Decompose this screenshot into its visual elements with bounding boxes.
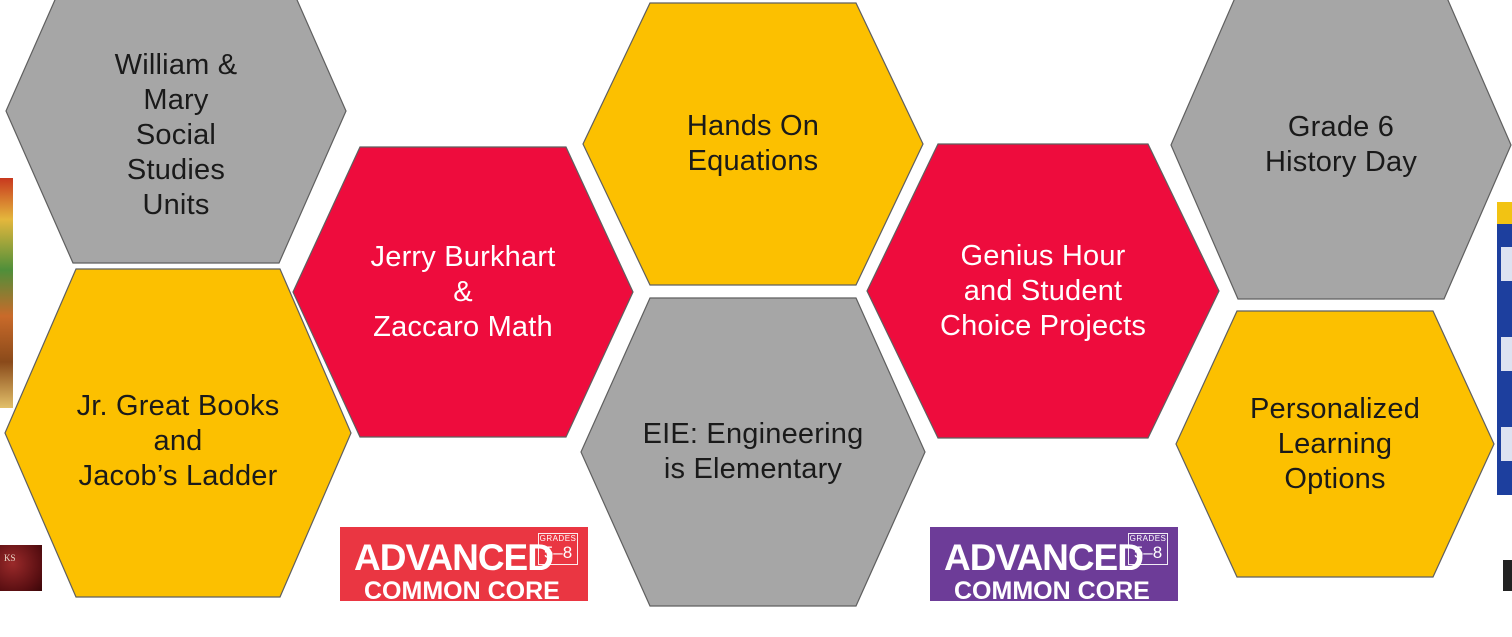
hex-label: Hands On Equations: [686, 110, 820, 177]
hex-shape: [1170, 0, 1512, 300]
hex-shape: [292, 146, 634, 438]
book-cover-right-letter: [1501, 247, 1512, 281]
tiles-canvas: KS ADVANCED COMMON CORE GRADES 5–8 ADVAN…: [0, 0, 1512, 607]
hex-label: Personalized Learning Options: [1249, 392, 1421, 495]
hex-label: Genius Hour and Student Choice Projects: [939, 239, 1147, 342]
book-cover-left: [0, 178, 13, 408]
hex-jerry-burkhart[interactable]: Jerry Burkhart & Zaccaro Math: [292, 146, 634, 438]
hex-personalized[interactable]: Personalized Learning Options: [1175, 310, 1495, 578]
cover-grades-badge: GRADES 5–8: [1128, 533, 1168, 565]
cover-grades-label: GRADES: [539, 534, 577, 543]
hex-label: Jerry Burkhart & Zaccaro Math: [370, 240, 556, 343]
book-cover-bottom-left: KS: [0, 545, 42, 591]
book-cover-right-letter: [1501, 337, 1512, 371]
advanced-common-core-cover-red: ADVANCED COMMON CORE GRADES 5–8: [340, 527, 588, 601]
hex-william-mary[interactable]: William & Mary Social Studies Units: [5, 0, 347, 264]
hex-hands-on-equations[interactable]: Hands On Equations: [582, 2, 924, 286]
cover-grades-badge: GRADES 5–8: [538, 533, 578, 565]
cover-brand: ADVANCED: [354, 537, 554, 578]
hex-label: Jr. Great Books and Jacob’s Ladder: [76, 389, 280, 492]
hex-grade6-history[interactable]: Grade 6 History Day: [1170, 0, 1512, 300]
hex-shape: [1175, 310, 1495, 578]
hex-shape: [866, 143, 1220, 439]
book-cover-right-bottom: [1503, 560, 1512, 591]
hex-label: EIE: Engineering is Elementary: [642, 418, 864, 485]
book-cover-right-letter: [1501, 427, 1512, 461]
hex-label: Grade 6 History Day: [1264, 111, 1418, 178]
cover-grades-label: GRADES: [1129, 534, 1167, 543]
hex-jr-great-books[interactable]: Jr. Great Books and Jacob’s Ladder: [4, 268, 352, 598]
cover-subtitle: COMMON CORE: [364, 577, 560, 601]
hex-eie[interactable]: EIE: Engineering is Elementary: [580, 297, 926, 607]
advanced-common-core-cover-purple: ADVANCED COMMON CORE GRADES 5–8: [930, 527, 1178, 601]
hex-genius-hour[interactable]: Genius Hour and Student Choice Projects: [866, 143, 1220, 439]
hex-label: William & Mary Social Studies Units: [114, 48, 238, 221]
book-cover-right-stripe: [1497, 202, 1512, 224]
book-cover-bottom-left-text: KS: [4, 553, 16, 563]
cover-grades-range: 5–8: [1133, 543, 1163, 562]
hex-shape: [582, 2, 924, 286]
book-cover-right: [1497, 202, 1512, 495]
hex-shape: [5, 0, 347, 264]
cover-brand: ADVANCED: [944, 537, 1144, 578]
cover-grades-range: 5–8: [543, 543, 573, 562]
cover-subtitle: COMMON CORE: [954, 577, 1150, 601]
